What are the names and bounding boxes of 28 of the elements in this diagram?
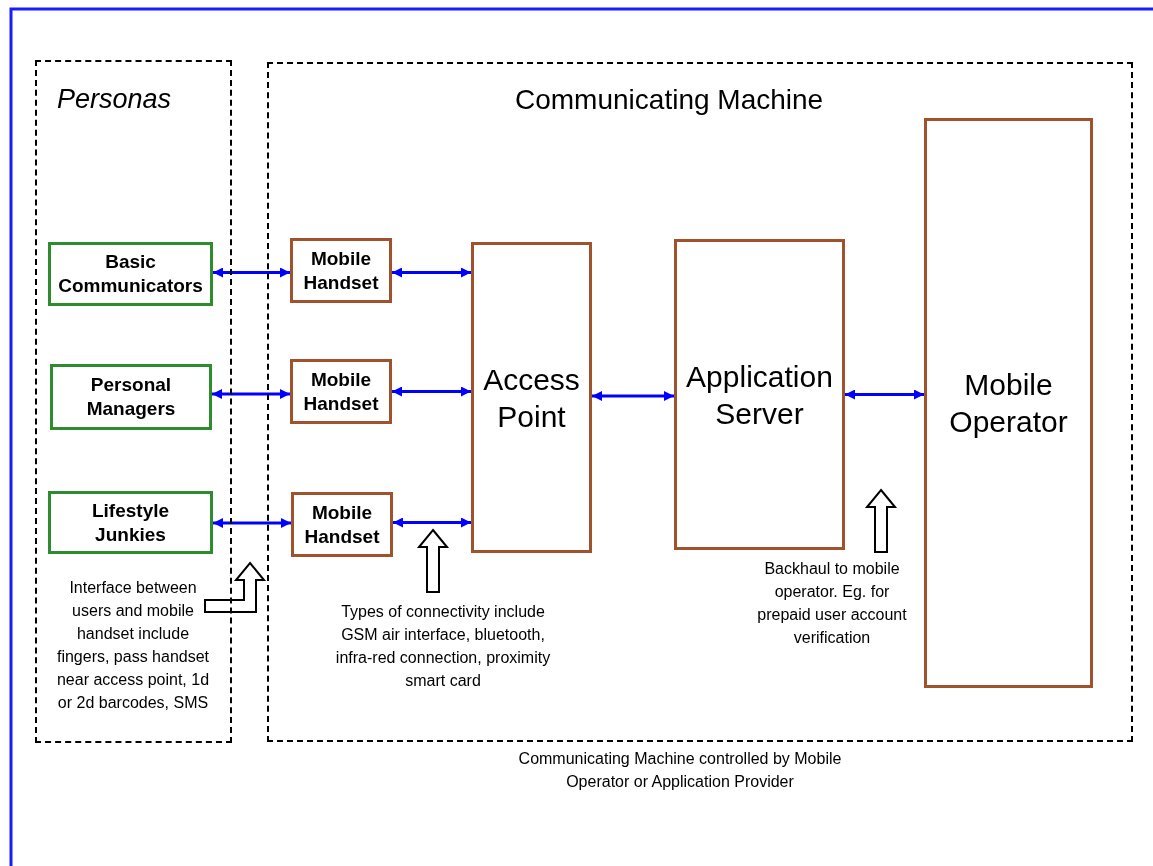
system-box: Access Point bbox=[471, 242, 592, 553]
double-arrow bbox=[392, 267, 471, 278]
persona-box: Lifestyle Junkies bbox=[48, 491, 213, 554]
double-arrow bbox=[213, 518, 291, 528]
callout-text: Types of connectivity include GSM air interface, bluetooth, infra-red connection, proximity smart card bbox=[333, 600, 553, 716]
persona-box: Basic Communicators bbox=[48, 242, 213, 306]
system-box: Mobile Operator bbox=[924, 118, 1093, 688]
persona-box: Personal Managers bbox=[50, 364, 212, 430]
double-arrow bbox=[212, 389, 290, 399]
callout-text: Interface between users and mobile handset include fingers, pass handset near access point, 1d or 2d barcodes, SMS bbox=[52, 576, 214, 741]
block-arrow bbox=[204, 561, 267, 613]
block-arrow bbox=[864, 488, 898, 553]
device-box: Mobile Handset bbox=[290, 359, 392, 424]
caption: Communicating Machine controlled by Mobile Operator or Application Provider bbox=[517, 749, 843, 792]
double-arrow bbox=[845, 389, 924, 400]
group-title: Communicating Machine bbox=[515, 84, 824, 116]
double-arrow bbox=[393, 517, 471, 528]
double-arrow bbox=[392, 386, 471, 397]
dashed-group-frame bbox=[267, 62, 1133, 742]
dashed-group-frame bbox=[35, 60, 232, 743]
block-arrow bbox=[416, 528, 450, 593]
double-arrow bbox=[213, 267, 290, 278]
device-box: Mobile Handset bbox=[291, 492, 393, 557]
double-arrow bbox=[592, 391, 674, 401]
device-box: Mobile Handset bbox=[290, 238, 392, 303]
callout-text: Backhaul to mobile operator. Eg. for prepaid user account verification bbox=[747, 557, 917, 650]
system-box: Application Server bbox=[674, 239, 845, 550]
group-title: Personas bbox=[57, 84, 172, 115]
